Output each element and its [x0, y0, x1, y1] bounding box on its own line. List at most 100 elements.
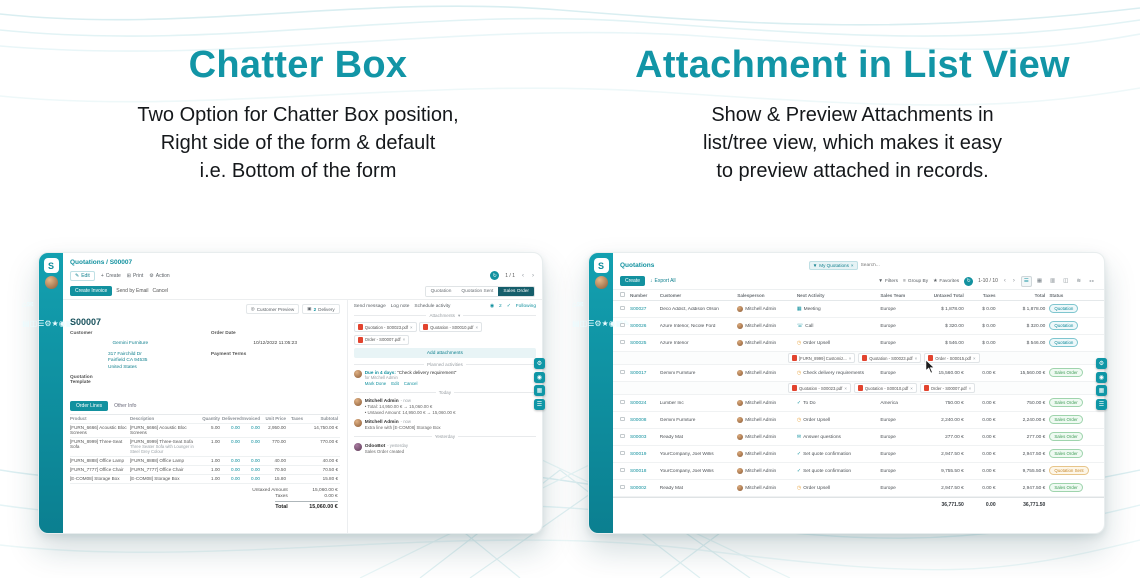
col-customer[interactable]: Customer	[659, 292, 682, 298]
app-icon[interactable]: ◉	[608, 319, 616, 328]
stage-button[interactable]: Quotation	[425, 286, 457, 296]
next-activity-cell[interactable]: ☏Call	[797, 323, 880, 329]
order-line-row[interactable]: [FURN_6666] Acoustic Bloc Screens [FURN_…	[70, 424, 340, 438]
line-invoiced[interactable]: 0.00	[251, 476, 260, 481]
col-salesperson[interactable]: Salesperson	[737, 292, 765, 298]
next-page-button[interactable]: ›	[1012, 278, 1015, 284]
order-number[interactable]: S00027	[629, 306, 647, 312]
activity-edit-button[interactable]: Edit	[391, 381, 399, 386]
next-activity-cell[interactable]: ◷Order Upsell	[797, 417, 880, 423]
line-invoiced[interactable]: 0.00	[251, 458, 260, 463]
order-number[interactable]: S00003	[629, 434, 647, 440]
tab-order-lines[interactable]: Order Lines	[70, 400, 109, 411]
remove-attachment-icon[interactable]: ×	[475, 324, 479, 330]
line-invoiced[interactable]: 0.00	[251, 439, 260, 444]
message-author[interactable]: OdooBot	[364, 443, 386, 449]
product-name[interactable]: [E-COM08] Storage Box	[70, 476, 120, 481]
send-message-button[interactable]: Send message	[353, 304, 386, 309]
message-author[interactable]: Mitchell Admin	[364, 420, 399, 426]
app-icon[interactable]: ✎	[73, 319, 80, 328]
next-activity-cell[interactable]: ✓Set quote confirmation	[797, 468, 880, 474]
user-avatar[interactable]	[44, 276, 58, 289]
prev-record-button[interactable]: ‹	[522, 272, 524, 279]
kanban-view-icon[interactable]: ▦	[1036, 277, 1043, 284]
row-checkbox[interactable]	[620, 433, 625, 439]
line-delivered[interactable]: 0.00	[231, 458, 240, 463]
next-record-button[interactable]: ›	[532, 272, 534, 279]
group-by-button[interactable]: ≡ Group By	[903, 278, 929, 284]
delivery-smart-button[interactable]: ▣ 2 Delivery	[302, 304, 340, 314]
activity-cancel-button[interactable]: Cancel	[403, 381, 418, 386]
quotation-row[interactable]: S00024 Lumber Inc Mitchell Admin ✓To Do …	[613, 395, 1104, 412]
row-checkbox[interactable]	[620, 450, 625, 456]
create-button[interactable]: + Create	[100, 272, 121, 279]
order-number[interactable]: S00026	[629, 323, 647, 329]
row-checkbox[interactable]	[620, 322, 625, 328]
remove-attachment-icon[interactable]: ×	[402, 337, 406, 342]
brand-logo[interactable]: S	[593, 258, 609, 273]
apps-tool-button[interactable]: ▦	[534, 385, 545, 396]
next-activity-cell[interactable]: ✓Set quote confirmation	[797, 451, 880, 457]
line-delivered[interactable]: 0.00	[231, 467, 240, 472]
attachment-chip[interactable]: Quotation - S00010.pdf ×	[419, 322, 483, 332]
line-delivered[interactable]: 0.00	[231, 425, 240, 430]
row-checkbox[interactable]	[620, 484, 625, 490]
order-number[interactable]: S00018	[629, 468, 647, 474]
quotation-row[interactable]: S00018 YourCompany, Joel Willis Mitchell…	[613, 463, 1104, 480]
next-activity-cell[interactable]: ▦Meeting	[797, 306, 880, 312]
prev-page-button[interactable]: ‹	[1003, 278, 1006, 284]
select-all-checkbox[interactable]	[620, 292, 625, 297]
order-line-row[interactable]: [FURN_8999] Three-Seat Sofa [FURN_8999] …	[70, 438, 340, 457]
line-delivered[interactable]: 0.00	[231, 439, 240, 444]
line-delivered[interactable]: 0.00	[231, 476, 240, 481]
quotation-row[interactable]: S00008 Gemini Furniture Mitchell Admin ◷…	[613, 412, 1104, 429]
settings-tool-button[interactable]: ⚙	[1096, 358, 1107, 369]
col-sales-team[interactable]: Sales Team	[880, 292, 906, 298]
order-line-row[interactable]: [E-COM08] Storage Box [E-COM08] Storage …	[70, 475, 340, 484]
stage-button[interactable]: Sales Order	[498, 286, 534, 296]
remove-attachment-icon[interactable]: ×	[968, 385, 972, 391]
attachment-chip[interactable]: [FURN_8999] Customiz... ×	[788, 353, 856, 363]
refresh-button[interactable]: ↻	[490, 271, 500, 280]
app-icon[interactable]: ✉	[576, 300, 584, 309]
next-activity-cell[interactable]: ✉Answer questions	[797, 434, 880, 440]
apps-tool-button[interactable]: ▦	[1096, 385, 1107, 396]
product-name[interactable]: [FURN_6666] Acoustic Bloc Screens	[70, 425, 127, 435]
col-taxes[interactable]: Taxes	[982, 292, 996, 298]
product-name[interactable]: [FURN_7777] Office Chair	[70, 467, 124, 472]
row-checkbox[interactable]	[620, 339, 625, 345]
attachment-chip[interactable]: Order - S00007.pdf ×	[353, 334, 410, 345]
order-date-value[interactable]: 10/12/2022 11:05:23	[253, 341, 297, 346]
search-tool-button[interactable]: ◉	[1096, 371, 1107, 383]
quotation-row[interactable]: S00026 Azure Interior, Nicole Ford Mitch…	[613, 318, 1104, 335]
col-next-activity[interactable]: Next Activity	[796, 292, 825, 298]
list-view-icon[interactable]: ☰	[1020, 275, 1032, 287]
cancel-button[interactable]: Cancel	[152, 288, 169, 294]
customer-preview-button[interactable]: ◎ Customer Preview	[245, 304, 300, 314]
order-number[interactable]: S00025	[629, 340, 647, 346]
mark-done-button[interactable]: Mark Done	[364, 381, 387, 386]
map-view-icon[interactable]: ⚏	[1089, 277, 1094, 284]
col-number[interactable]: Number	[629, 292, 648, 298]
quotation-row[interactable]: S00027 Deco Addict, Addison Olson Mitche…	[613, 301, 1104, 318]
customer-value[interactable]: Gemini Furniture	[112, 341, 149, 346]
calendar-view-icon[interactable]: ▥	[1050, 277, 1056, 284]
graph-view-icon[interactable]: ≋	[1076, 277, 1082, 284]
row-checkbox[interactable]	[620, 369, 625, 375]
create-button[interactable]: Create	[620, 276, 646, 286]
stage-button[interactable]: Quotation Sent	[456, 286, 499, 296]
schedule-activity-button[interactable]: Schedule activity	[414, 304, 451, 309]
app-icon[interactable]: ▦	[616, 319, 624, 328]
search-tool-button[interactable]: ◉	[534, 371, 545, 383]
search-facet[interactable]: ▼ My Quotations ×	[808, 260, 858, 270]
next-activity-cell[interactable]: ✓To Do	[797, 400, 880, 406]
attachment-chip[interactable]: Order - S00007.pdf ×	[919, 383, 976, 393]
app-icon[interactable]: ▤	[572, 319, 580, 328]
menu-tool-button[interactable]: ☰	[534, 398, 545, 410]
product-name[interactable]: [FURN_8999] Three-Seat Sofa	[70, 439, 123, 449]
favorites-button[interactable]: ★ Favorites	[933, 278, 960, 284]
brand-logo[interactable]: S	[43, 258, 59, 273]
filters-button[interactable]: ▼ Filters	[878, 278, 899, 284]
user-avatar[interactable]	[594, 276, 608, 289]
app-icon[interactable]: ⚙	[44, 319, 52, 328]
